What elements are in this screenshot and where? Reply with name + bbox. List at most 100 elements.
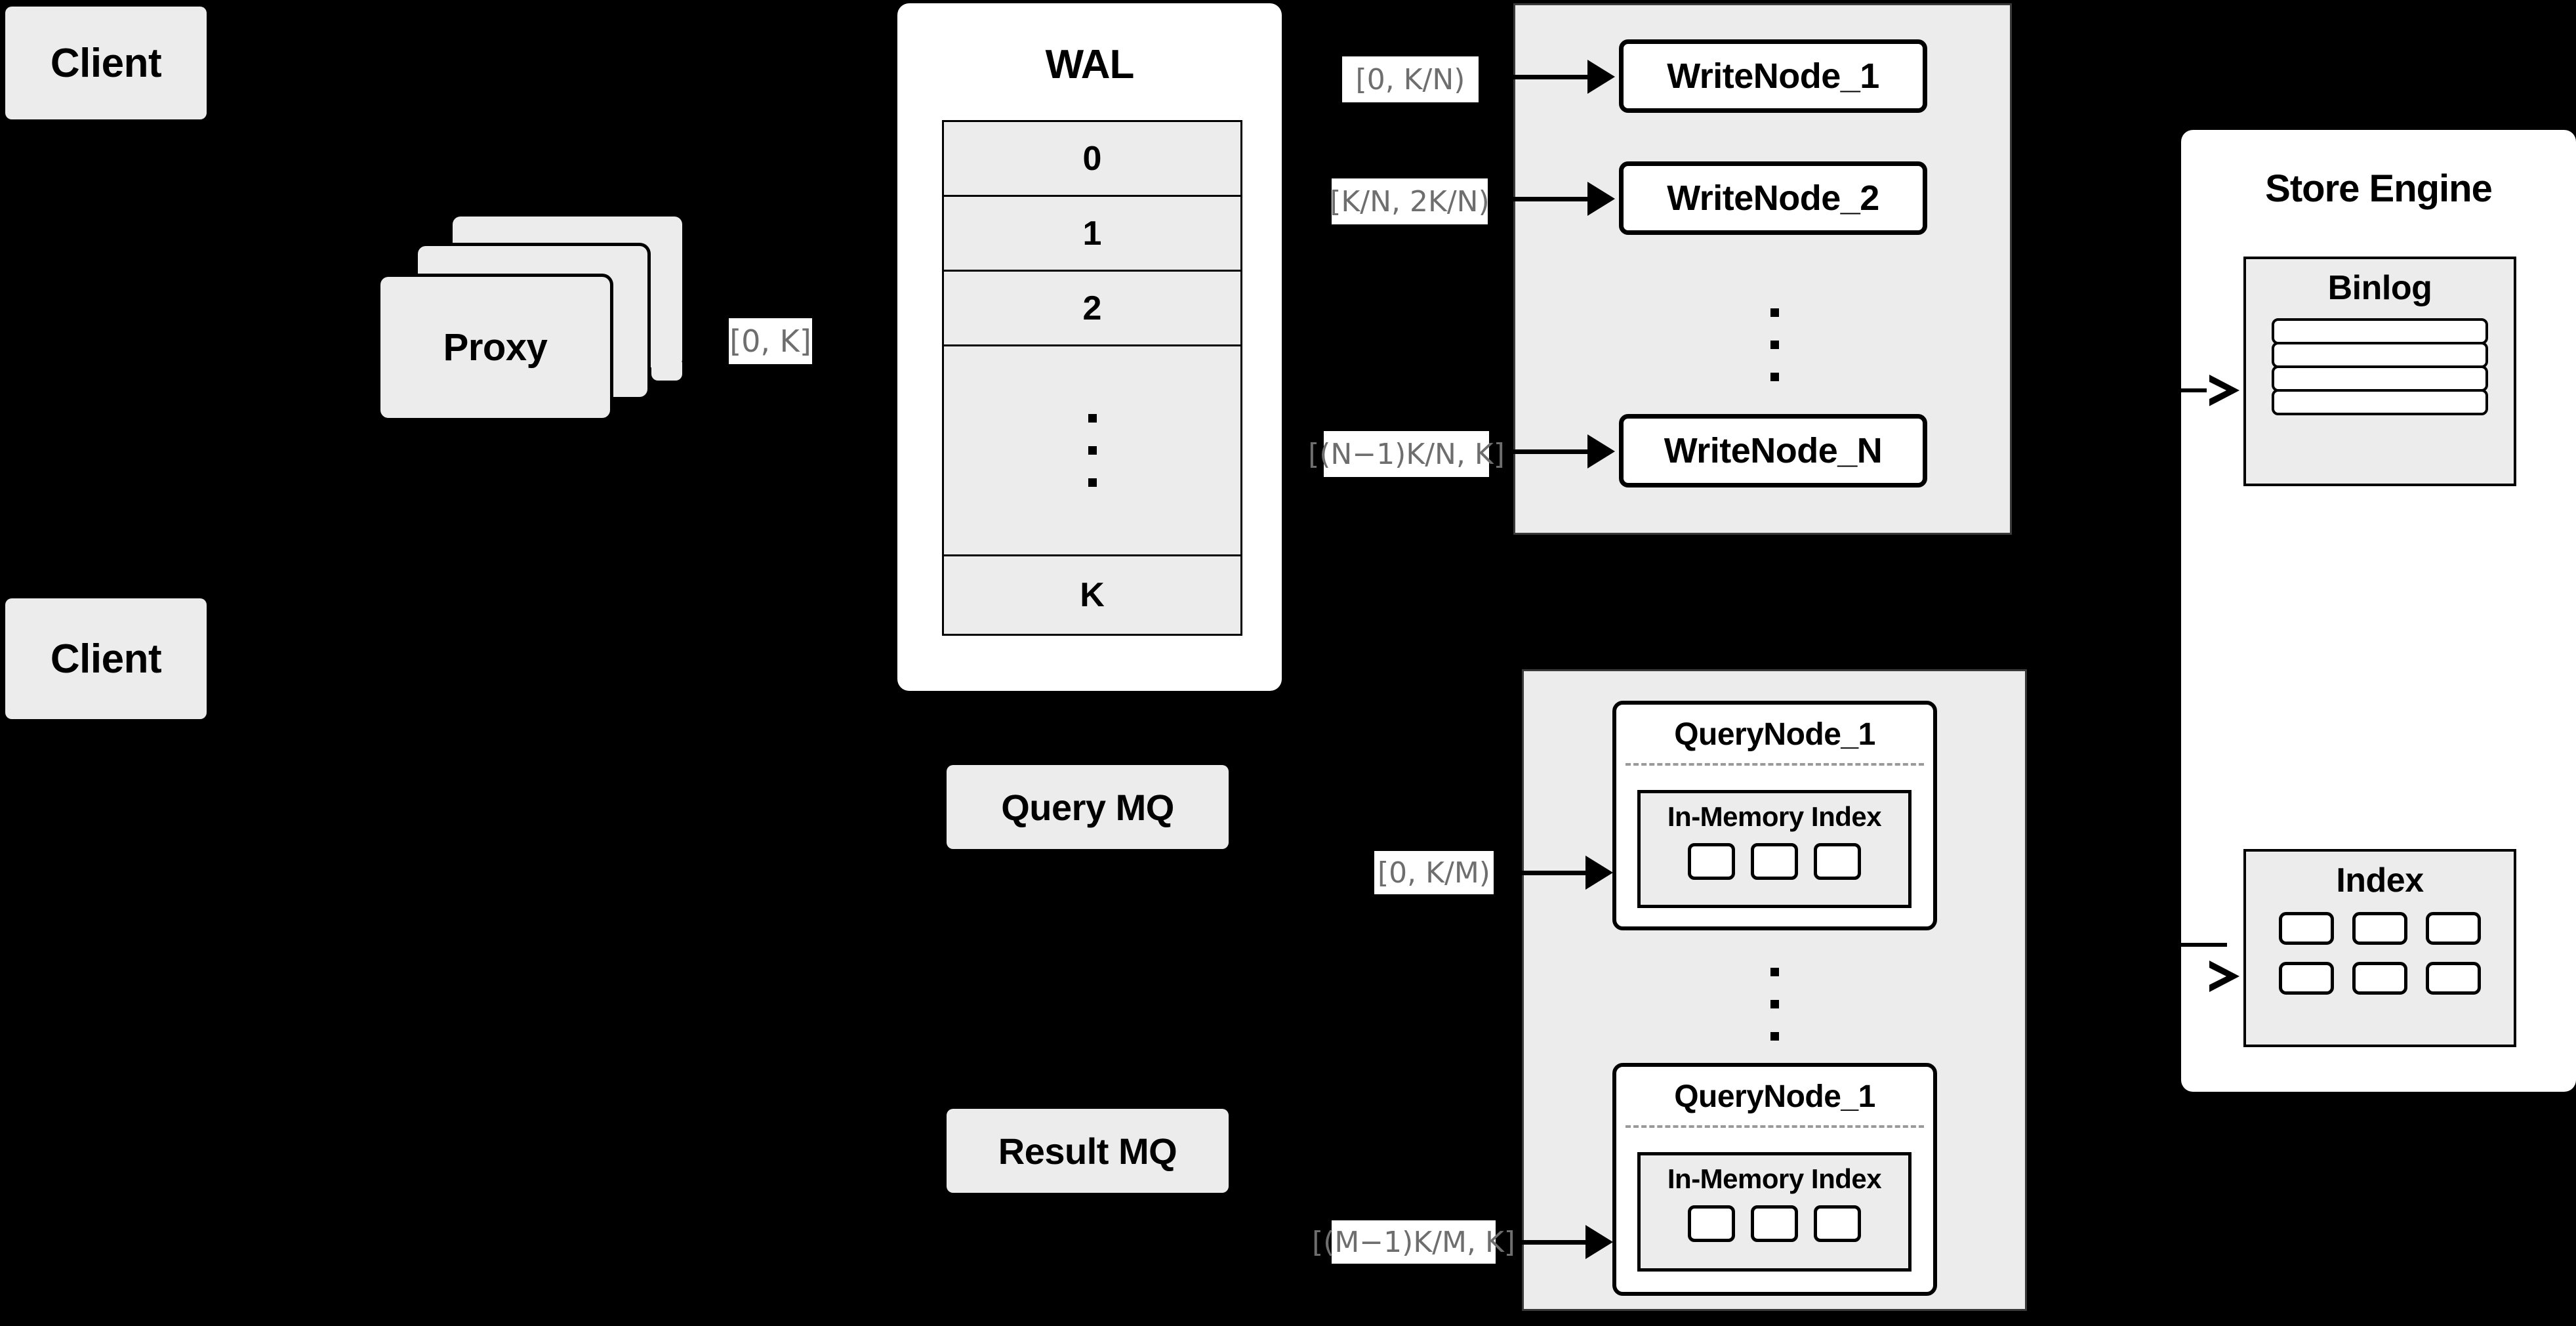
query-node-1-range-text: [0, K/M): [1378, 856, 1490, 890]
write-node-1-arrow-line: [1504, 75, 1603, 79]
ellipsis-dot: [1770, 308, 1779, 317]
client-label-1: Client: [50, 40, 162, 86]
store-index-cell[interactable]: [2352, 912, 2407, 945]
wal-table: 0 1 2 K: [942, 120, 1242, 636]
index-row: [2279, 962, 2481, 995]
binlog-arrow-head: [2207, 375, 2239, 406]
index-cell[interactable]: [1751, 1205, 1798, 1242]
query-node-2-arrow-head: [1585, 1225, 1613, 1259]
write-node-n-arrow-line: [1504, 449, 1603, 454]
ellipsis-dot: [1770, 372, 1779, 381]
query-mq-box[interactable]: Query MQ: [947, 765, 1229, 849]
write-group-ellipsis: [1765, 282, 1784, 407]
binlog-row[interactable]: [2272, 389, 2488, 415]
wal-row[interactable]: K: [944, 556, 1240, 634]
wal-panel: WAL 0 1 2 K: [897, 3, 1282, 691]
client-label-2: Client: [50, 636, 162, 682]
client-box-1[interactable]: Client: [5, 7, 207, 119]
wal-row-value: K: [1080, 576, 1105, 614]
query-node-2-arrow-line: [1522, 1240, 1601, 1245]
ellipsis-dot: [1770, 999, 1779, 1008]
ellipsis-dot: [1770, 1031, 1779, 1041]
query-node-1-inmemory-index: In-Memory Index: [1637, 790, 1912, 908]
ellipsis-dot: [1088, 446, 1097, 455]
store-index-grid: [2246, 912, 2514, 995]
wal-row[interactable]: 0: [944, 122, 1240, 197]
store-index-arrow-line: [2181, 943, 2227, 947]
store-index-arrow-head: [2207, 961, 2239, 992]
proxy-range-text: [0, K]: [729, 323, 811, 359]
binlog-box: Binlog: [2243, 257, 2516, 486]
result-mq-box[interactable]: Result MQ: [947, 1109, 1229, 1193]
write-node-1-range-chip: [0, K/N): [1342, 56, 1479, 102]
index-row: [2279, 912, 2481, 945]
proxy-label: Proxy: [443, 326, 548, 369]
query-node-1-arrow-head: [1585, 856, 1613, 890]
store-index-cell[interactable]: [2426, 962, 2481, 995]
write-node-n[interactable]: WriteNode_N: [1619, 414, 1927, 487]
wal-title: WAL: [1045, 42, 1135, 87]
proxy-stack[interactable]: Proxy: [380, 217, 682, 440]
store-index-title: Index: [2336, 861, 2424, 900]
write-node-1-range-text: [0, K/N): [1355, 62, 1465, 96]
query-node-1-arrow-line: [1509, 871, 1601, 875]
client-box-2[interactable]: Client: [5, 598, 207, 719]
store-engine-title: Store Engine: [2265, 167, 2493, 210]
write-node-2-arrow-line: [1504, 197, 1603, 201]
index-cell[interactable]: [1751, 843, 1798, 880]
write-node-2-range-chip: [K/N, 2K/N): [1330, 178, 1490, 224]
query-node-2-range-text: [(M−1)K/M, K]: [1312, 1225, 1515, 1259]
ellipsis-dot: [1088, 478, 1097, 487]
index-cell[interactable]: [1688, 843, 1735, 880]
index-cell[interactable]: [1814, 1205, 1861, 1242]
write-node-1[interactable]: WriteNode_1: [1619, 39, 1927, 113]
query-group-ellipsis: [1765, 945, 1784, 1063]
binlog-arrow-line: [2181, 388, 2227, 392]
wal-row-value: 1: [1082, 214, 1102, 253]
result-mq-label: Result MQ: [998, 1130, 1177, 1172]
query-node-1-title: QueryNode_1: [1674, 717, 1875, 752]
write-node-n-arrow-head: [1587, 434, 1615, 468]
wal-row-value: 2: [1082, 289, 1102, 327]
query-node-2-index-label: In-Memory Index: [1667, 1163, 1882, 1194]
query-node-1[interactable]: QueryNode_1 In-Memory Index: [1612, 701, 1937, 930]
binlog-row[interactable]: [2272, 365, 2488, 392]
proxy-range-chip: [0, K]: [729, 318, 812, 364]
proxy-card-front[interactable]: Proxy: [380, 277, 610, 418]
write-node-2-label: WriteNode_2: [1667, 178, 1879, 218]
query-mq-label: Query MQ: [1001, 786, 1174, 828]
write-node-1-label: WriteNode_1: [1667, 56, 1879, 96]
store-index-cell[interactable]: [2279, 962, 2334, 995]
wal-row-ellipsis: [944, 346, 1240, 556]
write-node-1-arrow-head: [1587, 60, 1615, 94]
query-node-2-index-cells: [1641, 1205, 1908, 1242]
write-node-n-label: WriteNode_N: [1664, 431, 1883, 470]
query-node-2-range-chip: [(M−1)K/M, K]: [1312, 1220, 1515, 1264]
write-node-n-range-text: [(N−1)K/N, K]: [1308, 437, 1505, 471]
query-node-1-index-cells: [1641, 843, 1908, 880]
write-node-2[interactable]: WriteNode_2: [1619, 161, 1927, 235]
query-node-2[interactable]: QueryNode_1 In-Memory Index: [1612, 1063, 1937, 1296]
wal-row[interactable]: 1: [944, 197, 1240, 272]
binlog-row[interactable]: [2272, 342, 2488, 368]
query-node-2-inmemory-index: In-Memory Index: [1637, 1152, 1912, 1272]
query-node-1-index-label: In-Memory Index: [1667, 801, 1882, 832]
query-node-2-divider: [1625, 1125, 1924, 1128]
write-node-n-range-chip: [(N−1)K/N, K]: [1308, 431, 1505, 477]
wal-row[interactable]: 2: [944, 272, 1240, 346]
proxy-card-back-tab: [651, 362, 682, 381]
store-index-cell[interactable]: [2279, 912, 2334, 945]
ellipsis-dot: [1088, 414, 1097, 423]
index-cell[interactable]: [1814, 843, 1861, 880]
ellipsis-dot: [1770, 340, 1779, 349]
binlog-rows: [2246, 318, 2514, 415]
index-cell[interactable]: [1688, 1205, 1735, 1242]
store-index-box: Index: [2243, 849, 2516, 1047]
store-index-cell[interactable]: [2426, 912, 2481, 945]
store-engine-panel: Store Engine Binlog Index: [2181, 130, 2576, 1092]
ellipsis-dot: [1770, 967, 1779, 976]
write-node-2-arrow-head: [1587, 182, 1615, 216]
store-index-cell[interactable]: [2352, 962, 2407, 995]
query-node-1-divider: [1625, 763, 1924, 766]
binlog-row[interactable]: [2272, 318, 2488, 344]
